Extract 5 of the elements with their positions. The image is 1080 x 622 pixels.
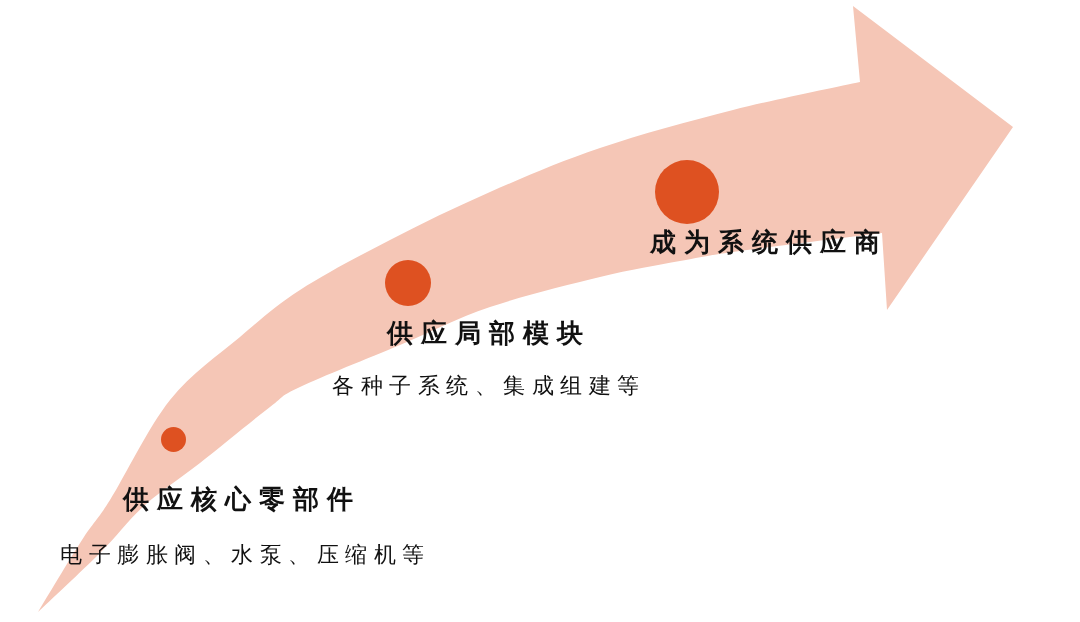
stage-title: 供应核心零部件 [123, 484, 361, 516]
stage-description: 电子膨胀阀、水泵、压缩机等 [60, 542, 431, 569]
stage-title: 供应局部模块 [387, 318, 591, 350]
stage-description: 各种子系统、集成组建等 [332, 373, 646, 400]
stage-title: 成为系统供应商 [650, 227, 888, 259]
